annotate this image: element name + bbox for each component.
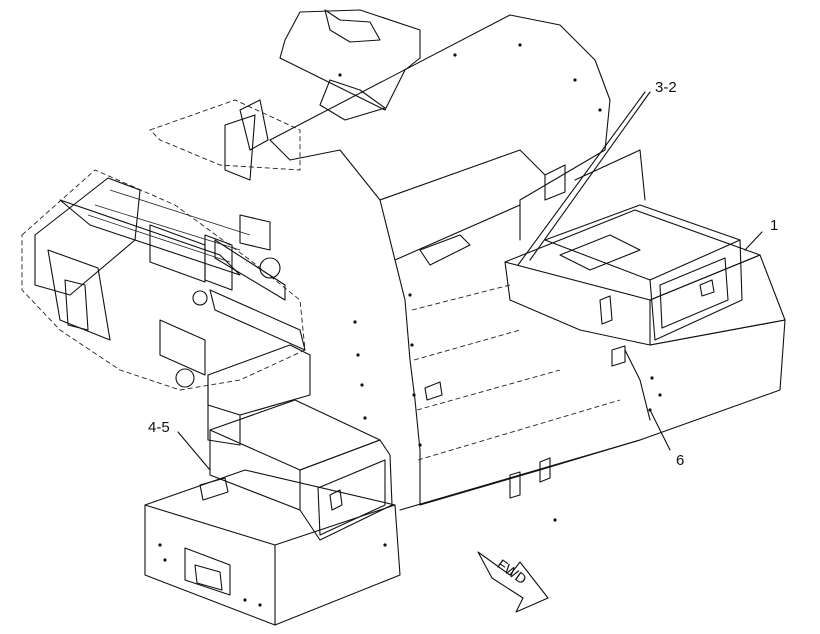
callout-6: 6: [676, 452, 684, 469]
callout-1: 1: [770, 217, 778, 234]
fastener-dots: [158, 43, 662, 607]
main-body: [269, 14, 786, 511]
left-battery-box: [144, 344, 401, 626]
leader-lines: [177, 91, 763, 471]
forward-arrow-icon: FWD: [477, 551, 549, 613]
right-battery-box: [504, 149, 786, 421]
rear-machinery: [21, 169, 306, 391]
upper-frame: [149, 9, 421, 181]
callout-3-2: 3-2: [655, 79, 677, 96]
callout-4-5: 4-5: [148, 419, 170, 436]
